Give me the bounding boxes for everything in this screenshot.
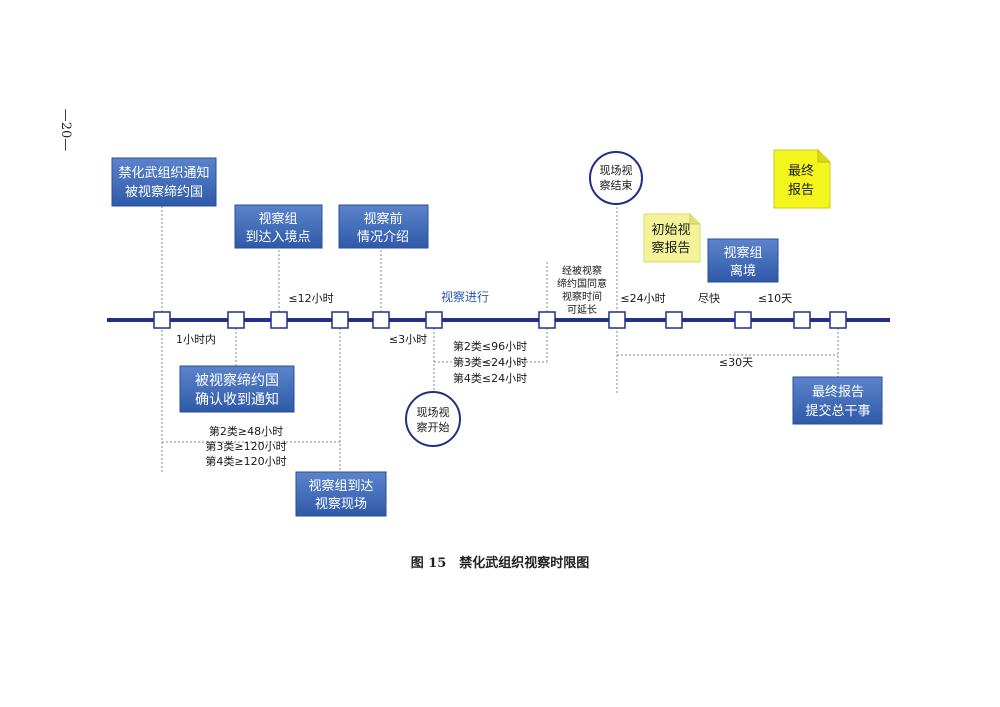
node-depart [734,311,752,329]
label-within-1h: 1小时内 [176,332,216,346]
node-arrival [270,311,288,329]
circle-start-line1: 现场视 [417,405,450,419]
extension-line4: 可延长 [567,304,597,316]
extension-line3: 视察时间 [562,290,602,303]
label-le-10d: ≤10天 [758,292,792,305]
node-ext [538,311,556,329]
box-pre-briefing: 视察前 情况介绍 [338,204,429,249]
box-site-line1: 视察组到达 [308,479,373,494]
circle-end-line2: 察结束 [600,178,633,192]
box-final-submit: 最终报告 提交总干事 [792,376,883,425]
box-ack-line2: 确认收到通知 [195,391,279,408]
box-depart-line2: 离境 [730,263,756,279]
label-inspection-ongoing: 视察进行 [441,289,489,304]
box-prebrief-line1: 视察前 [363,211,402,227]
node-end [608,311,626,329]
label-asap: 尽快 [698,292,720,305]
box-submit-line2: 提交总干事 [805,403,870,419]
note-final-line2: 报告 [788,183,814,198]
notice-period-line2: 第3类≥120小时 [205,439,286,453]
label-notice-period: 第2类≥48小时 第3类≥120小时 第4类≥120小时 [205,424,286,468]
box-arrival-line1: 视察组 [258,212,297,227]
box-depart-line1: 视察组 [723,246,762,261]
box-depart: 视察组 离境 [707,238,779,283]
box-notice-line1: 禁化武组织通知 [118,165,209,181]
note-initial-line1: 初始视 [651,223,690,238]
note-final-report: 最终 报告 [773,149,831,209]
circle-inspection-end: 现场视 察结束 [589,151,643,205]
box-notice: 禁化武组织通知 被视察缔约国 [111,157,217,207]
label-le-12h: ≤12小时 [288,292,333,305]
extension-line2: 缔约国同意 [557,277,607,290]
note-initial-report: 初始视 察报告 [643,213,701,263]
box-prebrief-line2: 情况介绍 [357,230,409,245]
timeline-nodes [153,311,847,329]
circle-start-line2: 察开始 [417,420,450,434]
note-initial-line2: 察报告 [651,241,690,256]
circle-inspection-start: 现场视 察开始 [405,391,461,447]
extension-line1: 经被视察 [562,264,602,277]
node-site [331,311,349,329]
node-initial [665,311,683,329]
box-arrival-line2: 到达入境点 [245,230,310,245]
label-le-30d: ≤30天 [719,356,753,369]
label-duration: 第2类≤96小时 第3类≤24小时 第4类≤24小时 [453,339,527,385]
label-extension: 经被视察 缔约国同意 视察时间 可延长 [557,264,607,316]
duration-line2: 第3类≤24小时 [453,355,527,369]
notice-period-line1: 第2类≥48小时 [209,424,283,438]
box-submit-line1: 最终报告 [812,384,864,400]
node-notice [153,311,171,329]
note-final-line1: 最终 [788,163,814,179]
label-le-24h: ≤24小时 [620,292,665,305]
page-number: —20— [58,109,73,152]
node-submit [829,311,847,329]
box-ack-line1: 被视察缔约国 [195,372,279,389]
circle-end-line1: 现场视 [600,163,633,177]
duration-line1: 第2类≤96小时 [453,339,527,353]
node-start [425,311,443,329]
node-ack [227,311,245,329]
node-prebrief [372,311,390,329]
figure-caption: 图 15 禁化武组织视察时限图 [411,555,590,571]
duration-line3: 第4类≤24小时 [453,371,527,385]
node-final [793,311,811,329]
box-notice-line2: 被视察缔约国 [125,184,203,200]
box-arrival-entry: 视察组 到达入境点 [234,204,323,249]
notice-period-line3: 第4类≥120小时 [205,454,286,468]
box-acknowledge: 被视察缔约国 确认收到通知 [179,365,295,413]
box-site-line2: 视察现场 [315,497,367,512]
label-le-3h: ≤3小时 [389,333,427,346]
box-arrive-site: 视察组到达 视察现场 [295,471,387,517]
